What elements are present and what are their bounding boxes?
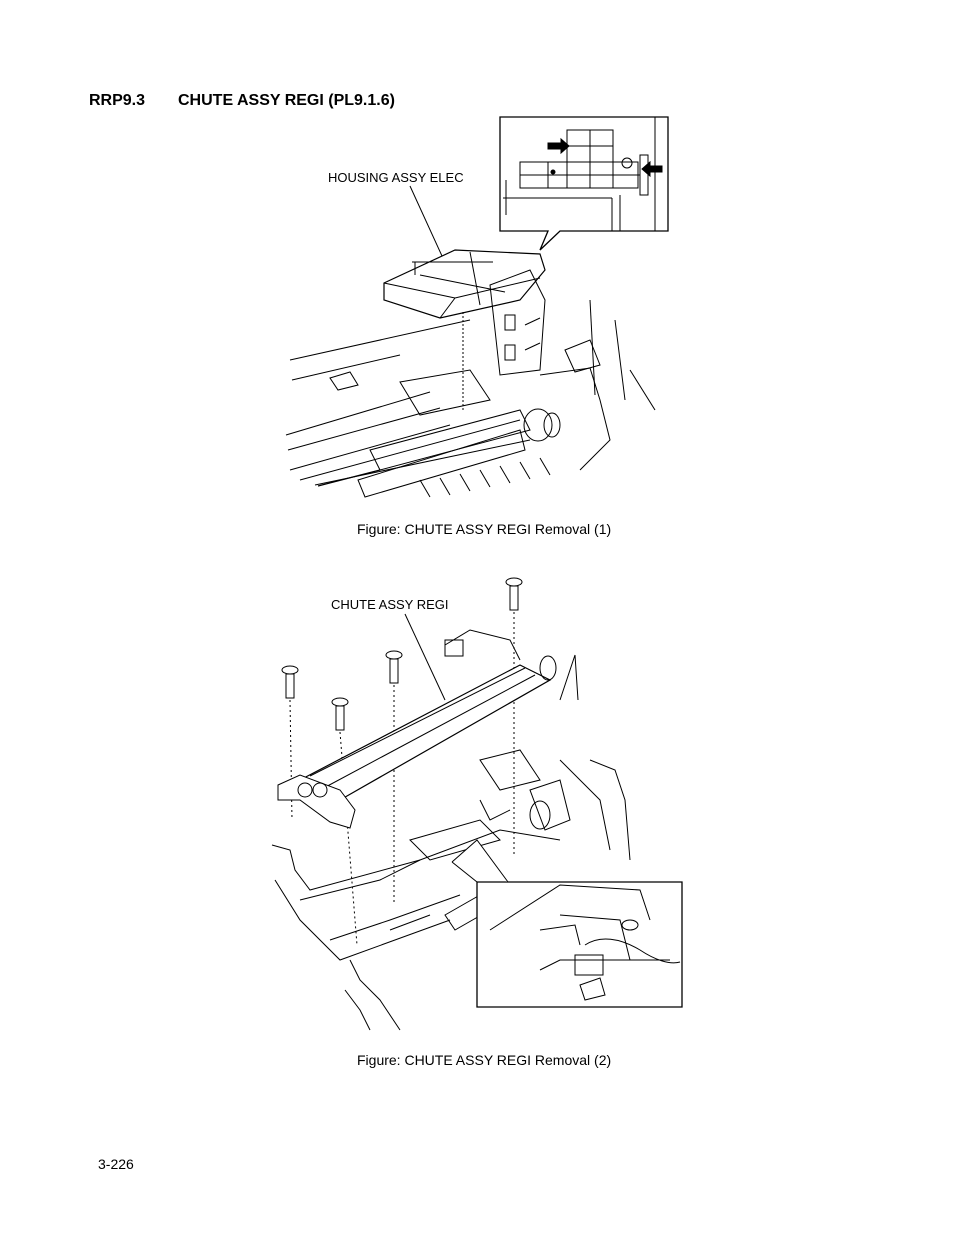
- section-heading: RRP9.3 CHUTE ASSY REGI (PL9.1.6): [89, 92, 395, 110]
- screw: [282, 666, 298, 698]
- screw: [332, 698, 348, 730]
- housing-assy-elec-part: [384, 250, 545, 318]
- chute-assy-regi-label: CHUTE ASSY REGI: [331, 597, 449, 612]
- page-number: 3-226: [98, 1156, 134, 1172]
- printer-chassis-sketch: [272, 655, 630, 1030]
- inset-detail-view: [500, 117, 668, 250]
- leader-line: [410, 186, 442, 256]
- housing-assy-elec-label: HOUSING ASSY ELEC: [328, 170, 464, 185]
- figure-1-caption: Figure: CHUTE ASSY REGI Removal (1): [357, 521, 612, 537]
- figure-2-caption: Figure: CHUTE ASSY REGI Removal (2): [357, 1052, 612, 1068]
- screw: [506, 578, 522, 610]
- leader-line: [405, 614, 445, 700]
- printer-chassis-sketch: [286, 270, 655, 497]
- section-number: RRP9.3: [89, 92, 146, 109]
- screw-group: [282, 578, 522, 730]
- screw: [386, 651, 402, 683]
- figure-2-illustration: CHUTE ASSY REGI: [265, 570, 690, 1040]
- chute-assy-regi-part: [278, 630, 556, 828]
- figure-1-illustration: HOUSING ASSY ELEC: [280, 112, 680, 512]
- section-title: CHUTE ASSY REGI (PL9.1.6): [178, 92, 395, 109]
- inset-detail-view: [452, 840, 682, 1007]
